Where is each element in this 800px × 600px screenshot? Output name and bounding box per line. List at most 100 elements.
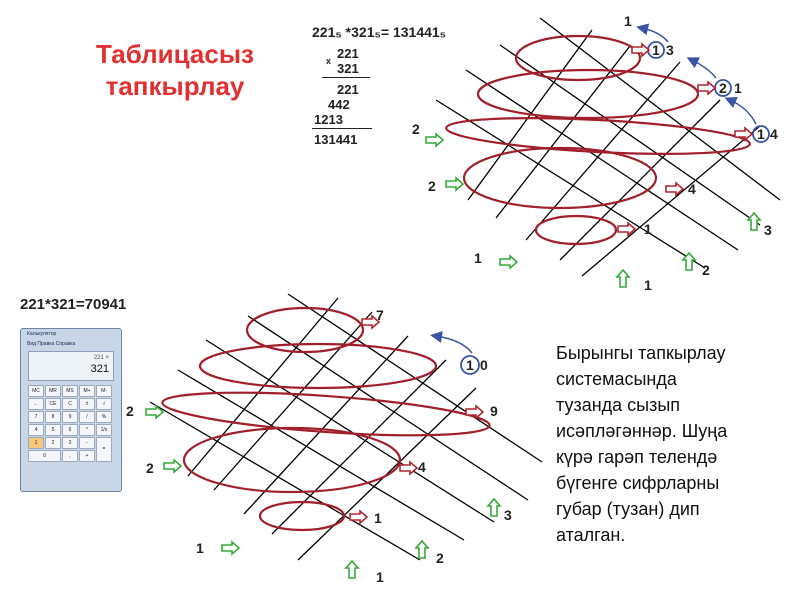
title-line-2: тапкырлау	[105, 71, 245, 101]
multiply-sign: x	[326, 56, 332, 66]
red-arrow-icon	[465, 404, 485, 420]
red-arrow-icon	[631, 42, 651, 58]
calculator-key[interactable]: M-	[96, 385, 112, 397]
green-arrow-icon	[746, 211, 762, 231]
calculator-key[interactable]: 0	[28, 450, 61, 462]
top-result-3: 1	[757, 126, 765, 142]
blue-arrow-2	[686, 57, 717, 79]
red-arrow-icon	[361, 314, 381, 330]
calculator-menu: Вид Правка Справка	[27, 341, 76, 347]
red-arrow-icon	[734, 126, 754, 142]
green-arrow-icon	[221, 540, 241, 556]
partial-1: 221	[337, 82, 359, 97]
bottom-diagram-line-a2	[205, 339, 495, 523]
bottom-label-10b: 0	[480, 357, 488, 373]
bottom-ellipse-5	[258, 500, 346, 532]
bottom-diagram-line-b0	[187, 297, 339, 477]
calculator-key[interactable]: -	[79, 437, 95, 449]
bottom-label-9: 9	[490, 403, 498, 419]
calculator-key[interactable]: 6	[62, 424, 78, 436]
top-ellipse-4	[462, 146, 658, 210]
green-arrow-icon	[445, 176, 465, 192]
top-result-1: 1	[652, 42, 660, 58]
calculator-key[interactable]: ,	[62, 450, 78, 462]
bottom-left-2b: 2	[146, 460, 154, 476]
rule-1	[322, 77, 370, 78]
bottom-b1: 1	[376, 569, 384, 585]
description-paragraph: Бырынгы тапкырлау системасында тузанда с…	[556, 340, 776, 548]
red-arrow-icon	[665, 181, 685, 197]
red-arrow-icon	[617, 221, 637, 237]
green-arrow-icon	[163, 458, 183, 474]
calculator-key[interactable]: MR	[45, 385, 61, 397]
partial-2: 442	[328, 97, 350, 112]
bottom-label-4: 4	[418, 459, 426, 475]
bottom-ellipse-2	[198, 342, 438, 390]
paragraph-line-1: Бырынгы тапкырлау	[556, 343, 726, 363]
bottom-b2: 2	[436, 550, 444, 566]
top-result-2b: 1	[734, 80, 742, 96]
calculator-key[interactable]: 1	[28, 437, 44, 449]
bottom-diagram-line-b2	[243, 335, 409, 515]
title-line-1: Таблицасыз	[96, 39, 254, 69]
bottom-left-1: 1	[196, 540, 204, 556]
rule-2	[312, 128, 372, 129]
red-arrow-icon	[697, 80, 717, 96]
calculator-key[interactable]: M+	[79, 385, 95, 397]
calculator-key[interactable]: MC	[28, 385, 44, 397]
bottom-result-circle	[460, 355, 480, 375]
bottom-label-7: 7	[376, 307, 384, 323]
multiplicand: 221	[337, 46, 359, 61]
top-equation: 221₅ *321₅= 131441₅	[312, 24, 447, 40]
bottom-label-1: 1	[374, 510, 382, 526]
calculator-key[interactable]: 1/x	[96, 424, 112, 436]
top-b3: 3	[764, 222, 772, 238]
calculator-key[interactable]: 5	[45, 424, 61, 436]
bottom-diagram-line-a3	[177, 369, 465, 541]
calculator-title: Калькулятор	[27, 331, 57, 337]
calculator-key[interactable]: %	[96, 411, 112, 423]
top-diagram-line-a1	[499, 44, 761, 226]
calculator-key[interactable]: MS	[62, 385, 78, 397]
green-arrow-icon	[414, 539, 430, 559]
green-arrow-icon	[344, 559, 360, 579]
calculator-key[interactable]: 8	[45, 411, 61, 423]
top-diagram-line-b3	[559, 99, 721, 261]
green-arrow-icon	[615, 268, 631, 288]
bottom-diagram-line-b3	[271, 359, 447, 535]
top-diagram-line-a3	[435, 99, 706, 269]
calculator-key[interactable]: =	[96, 437, 112, 462]
calculator-key[interactable]: 9	[62, 411, 78, 423]
calculator-key[interactable]: /	[79, 411, 95, 423]
calculator-key[interactable]: 4	[28, 424, 44, 436]
green-arrow-icon	[425, 132, 445, 148]
paragraph-line-4: исәпләгәннәр. Шуңа	[556, 421, 728, 441]
top-diagram-line-b1	[495, 45, 631, 219]
top-b2: 2	[702, 262, 710, 278]
top-bottom-1: 1	[644, 221, 652, 237]
paragraph-line-2: системасында	[556, 369, 677, 389]
green-arrow-icon	[681, 251, 697, 271]
calculator-key[interactable]: 3	[62, 437, 78, 449]
calculator-key[interactable]: √	[96, 398, 112, 410]
top-carry-label: 1	[624, 13, 632, 29]
top-ellipse-5	[534, 214, 618, 246]
calculator-key[interactable]: +	[79, 450, 95, 462]
paragraph-line-5: күрә гарәп телендә	[556, 447, 718, 467]
calculator-window: Калькулятор Вид Правка Справка 221 × 321…	[20, 328, 122, 492]
calculator-key[interactable]: C	[62, 398, 78, 410]
multiplier: 321	[337, 61, 359, 76]
calculator-key[interactable]: ±	[79, 398, 95, 410]
top-b1: 1	[644, 277, 652, 293]
bottom-b3: 3	[504, 507, 512, 523]
calculator-key[interactable]: 7	[28, 411, 44, 423]
bottom-diagram-line-a1	[247, 315, 529, 501]
bottom-ellipse-4	[182, 426, 402, 494]
calculator-display-history: 221 ×	[93, 355, 109, 361]
calculator-key[interactable]: *	[79, 424, 95, 436]
calculator-key[interactable]: 2	[45, 437, 61, 449]
calculator-key[interactable]: CE	[45, 398, 61, 410]
calculator-key[interactable]: ←	[28, 398, 44, 410]
top-result-2: 2	[719, 80, 727, 96]
bottom-diagram-line-b1	[213, 311, 373, 491]
